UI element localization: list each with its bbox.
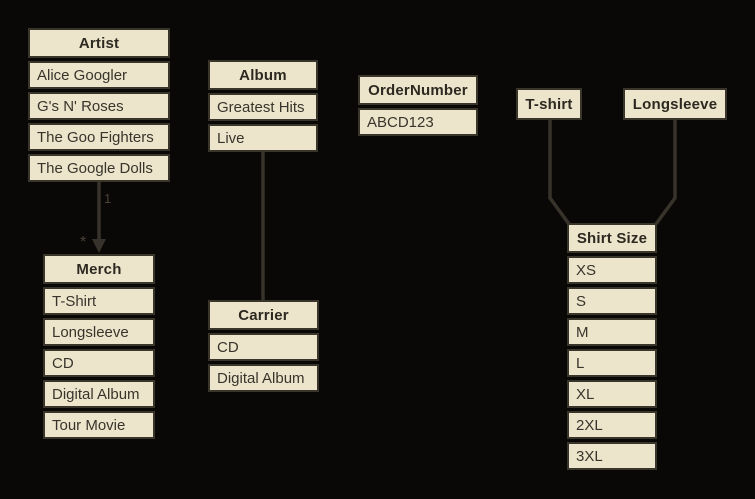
arrowhead-merch	[92, 239, 106, 253]
table-row: M	[567, 318, 657, 346]
table-row: XL	[567, 380, 657, 408]
multiplicity-many-label: *	[80, 234, 86, 251]
table-row: L	[567, 349, 657, 377]
table-row: Digital Album	[43, 380, 155, 408]
table-header-artist: Artist	[28, 28, 170, 58]
table-header-longsleeve: Longsleeve	[623, 88, 727, 120]
table-row: The Google Dolls	[28, 154, 170, 182]
table-row: Alice Googler	[28, 61, 170, 89]
table-row: Greatest Hits	[208, 93, 318, 121]
table-header-carrier: Carrier	[208, 300, 319, 330]
table-header-tshirt: T-shirt	[516, 88, 582, 120]
table-header-ordernumber: OrderNumber	[358, 75, 478, 105]
table-header-album: Album	[208, 60, 318, 90]
entity-table-longsleeve: Longsleeve	[623, 88, 727, 120]
table-header-shirtsize: Shirt Size	[567, 223, 657, 253]
table-row: 2XL	[567, 411, 657, 439]
table-row: Live	[208, 124, 318, 152]
table-row: CD	[43, 349, 155, 377]
table-row: Tour Movie	[43, 411, 155, 439]
table-row: S	[567, 287, 657, 315]
multiplicity-one-label: 1	[104, 191, 111, 206]
table-row: Longsleeve	[43, 318, 155, 346]
table-row: XS	[567, 256, 657, 284]
table-row: 3XL	[567, 442, 657, 470]
table-row: G's N' Roses	[28, 92, 170, 120]
connector-longsleeve-shirtsize	[654, 120, 677, 226]
connector-tshirt-shirtsize	[548, 120, 571, 226]
table-row: CD	[208, 333, 319, 361]
table-row: The Goo Fighters	[28, 123, 170, 151]
table-row: Digital Album	[208, 364, 319, 392]
entity-table-tshirt: T-shirt	[516, 88, 582, 120]
table-row: T-Shirt	[43, 287, 155, 315]
table-header-merch: Merch	[43, 254, 155, 284]
table-row: ABCD123	[358, 108, 478, 136]
